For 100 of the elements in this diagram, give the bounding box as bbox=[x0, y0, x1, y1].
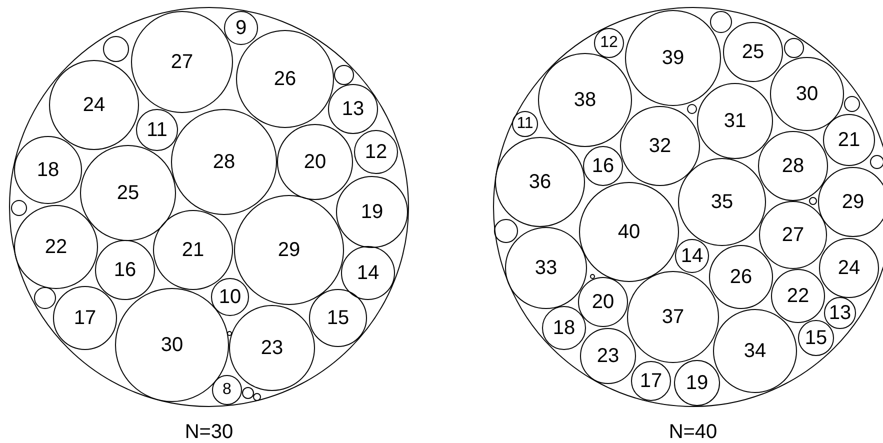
circle bbox=[784, 38, 804, 58]
circle bbox=[770, 57, 844, 131]
circle bbox=[211, 278, 249, 316]
number-label: 30 bbox=[796, 84, 818, 104]
circle bbox=[674, 360, 720, 406]
node-label: N=30 bbox=[184, 422, 234, 442]
number-label: 33 bbox=[534, 258, 558, 278]
circle bbox=[870, 155, 883, 169]
number-label: 12 bbox=[364, 142, 388, 162]
circle bbox=[697, 83, 773, 159]
number-label: 14 bbox=[680, 246, 704, 266]
circle bbox=[538, 53, 632, 147]
circle bbox=[153, 210, 233, 290]
circle bbox=[809, 197, 817, 205]
number-label: 30 bbox=[160, 335, 184, 355]
circle bbox=[620, 106, 700, 186]
circle bbox=[495, 137, 585, 227]
circle bbox=[579, 182, 679, 282]
number-label: 15 bbox=[804, 328, 828, 348]
number-label: 19 bbox=[360, 202, 384, 222]
circle bbox=[771, 269, 825, 323]
circle bbox=[80, 145, 176, 241]
number-label: 25 bbox=[116, 183, 140, 203]
number-label: 22 bbox=[44, 237, 68, 257]
circle bbox=[627, 271, 719, 363]
circle bbox=[103, 36, 129, 62]
number-label: 20 bbox=[304, 152, 326, 172]
circle bbox=[131, 11, 233, 113]
number-label: 37 bbox=[662, 307, 684, 327]
number-label: 14 bbox=[356, 263, 380, 283]
number-label: 17 bbox=[640, 371, 662, 391]
number-label: 26 bbox=[274, 69, 296, 89]
number-label: 40 bbox=[618, 222, 640, 242]
number-label: 31 bbox=[724, 111, 746, 131]
number-label: 15 bbox=[326, 308, 350, 328]
circle bbox=[631, 361, 671, 401]
number-label: 39 bbox=[662, 48, 684, 68]
circle bbox=[226, 330, 232, 336]
number-label: 13 bbox=[342, 99, 364, 119]
circle bbox=[678, 158, 766, 246]
circle bbox=[819, 238, 879, 298]
number-label: 22 bbox=[786, 286, 810, 306]
number-label: 20 bbox=[592, 292, 614, 312]
circle bbox=[136, 109, 178, 151]
circle bbox=[224, 11, 258, 45]
circle bbox=[758, 131, 828, 201]
circle bbox=[242, 387, 254, 399]
circle bbox=[710, 11, 732, 33]
circle bbox=[277, 124, 353, 200]
circle bbox=[723, 22, 783, 82]
number-label: 23 bbox=[260, 338, 284, 358]
circle bbox=[341, 246, 395, 300]
number-label: 29 bbox=[278, 240, 300, 260]
circle bbox=[309, 289, 367, 347]
circle bbox=[824, 297, 856, 329]
number-label: 18 bbox=[552, 318, 576, 338]
number-label: 29 bbox=[842, 192, 864, 212]
circle bbox=[823, 114, 875, 166]
number-label: 34 bbox=[744, 341, 766, 361]
circle bbox=[171, 109, 277, 215]
number-label: 28 bbox=[212, 152, 236, 172]
number-label: 17 bbox=[74, 308, 96, 328]
number-label: 21 bbox=[182, 240, 204, 260]
circle bbox=[759, 201, 827, 269]
number-label: 26 bbox=[730, 267, 752, 287]
circle bbox=[505, 227, 587, 309]
number-label: 38 bbox=[574, 90, 596, 110]
circle bbox=[583, 146, 623, 186]
circle bbox=[675, 239, 709, 273]
circle bbox=[14, 136, 82, 204]
circle bbox=[844, 96, 860, 112]
circle bbox=[212, 375, 242, 405]
circle bbox=[11, 200, 27, 216]
number-label: 13 bbox=[828, 303, 852, 323]
number-label: 8 bbox=[222, 382, 232, 398]
circle bbox=[709, 245, 773, 309]
circle bbox=[818, 167, 883, 237]
circle bbox=[580, 328, 636, 384]
number-label: 36 bbox=[528, 172, 552, 192]
circle bbox=[354, 130, 398, 174]
number-label: 21 bbox=[838, 130, 860, 150]
number-label: 27 bbox=[782, 225, 804, 245]
number-label: 28 bbox=[782, 156, 804, 176]
circle bbox=[594, 28, 624, 58]
circle bbox=[625, 10, 721, 106]
number-label: 32 bbox=[648, 136, 672, 156]
circle bbox=[578, 277, 628, 327]
number-label: 24 bbox=[82, 95, 106, 115]
circle bbox=[53, 286, 117, 350]
number-label: 12 bbox=[600, 35, 618, 51]
number-label: 9 bbox=[235, 18, 247, 38]
circle bbox=[328, 84, 378, 134]
number-label: 27 bbox=[170, 52, 194, 72]
number-label: 16 bbox=[592, 156, 614, 176]
number-label: 11 bbox=[146, 120, 168, 140]
number-label: 16 bbox=[114, 260, 136, 280]
circle bbox=[34, 287, 56, 309]
number-label: 25 bbox=[742, 42, 764, 62]
circle bbox=[713, 309, 797, 393]
number-label: 19 bbox=[686, 373, 708, 393]
